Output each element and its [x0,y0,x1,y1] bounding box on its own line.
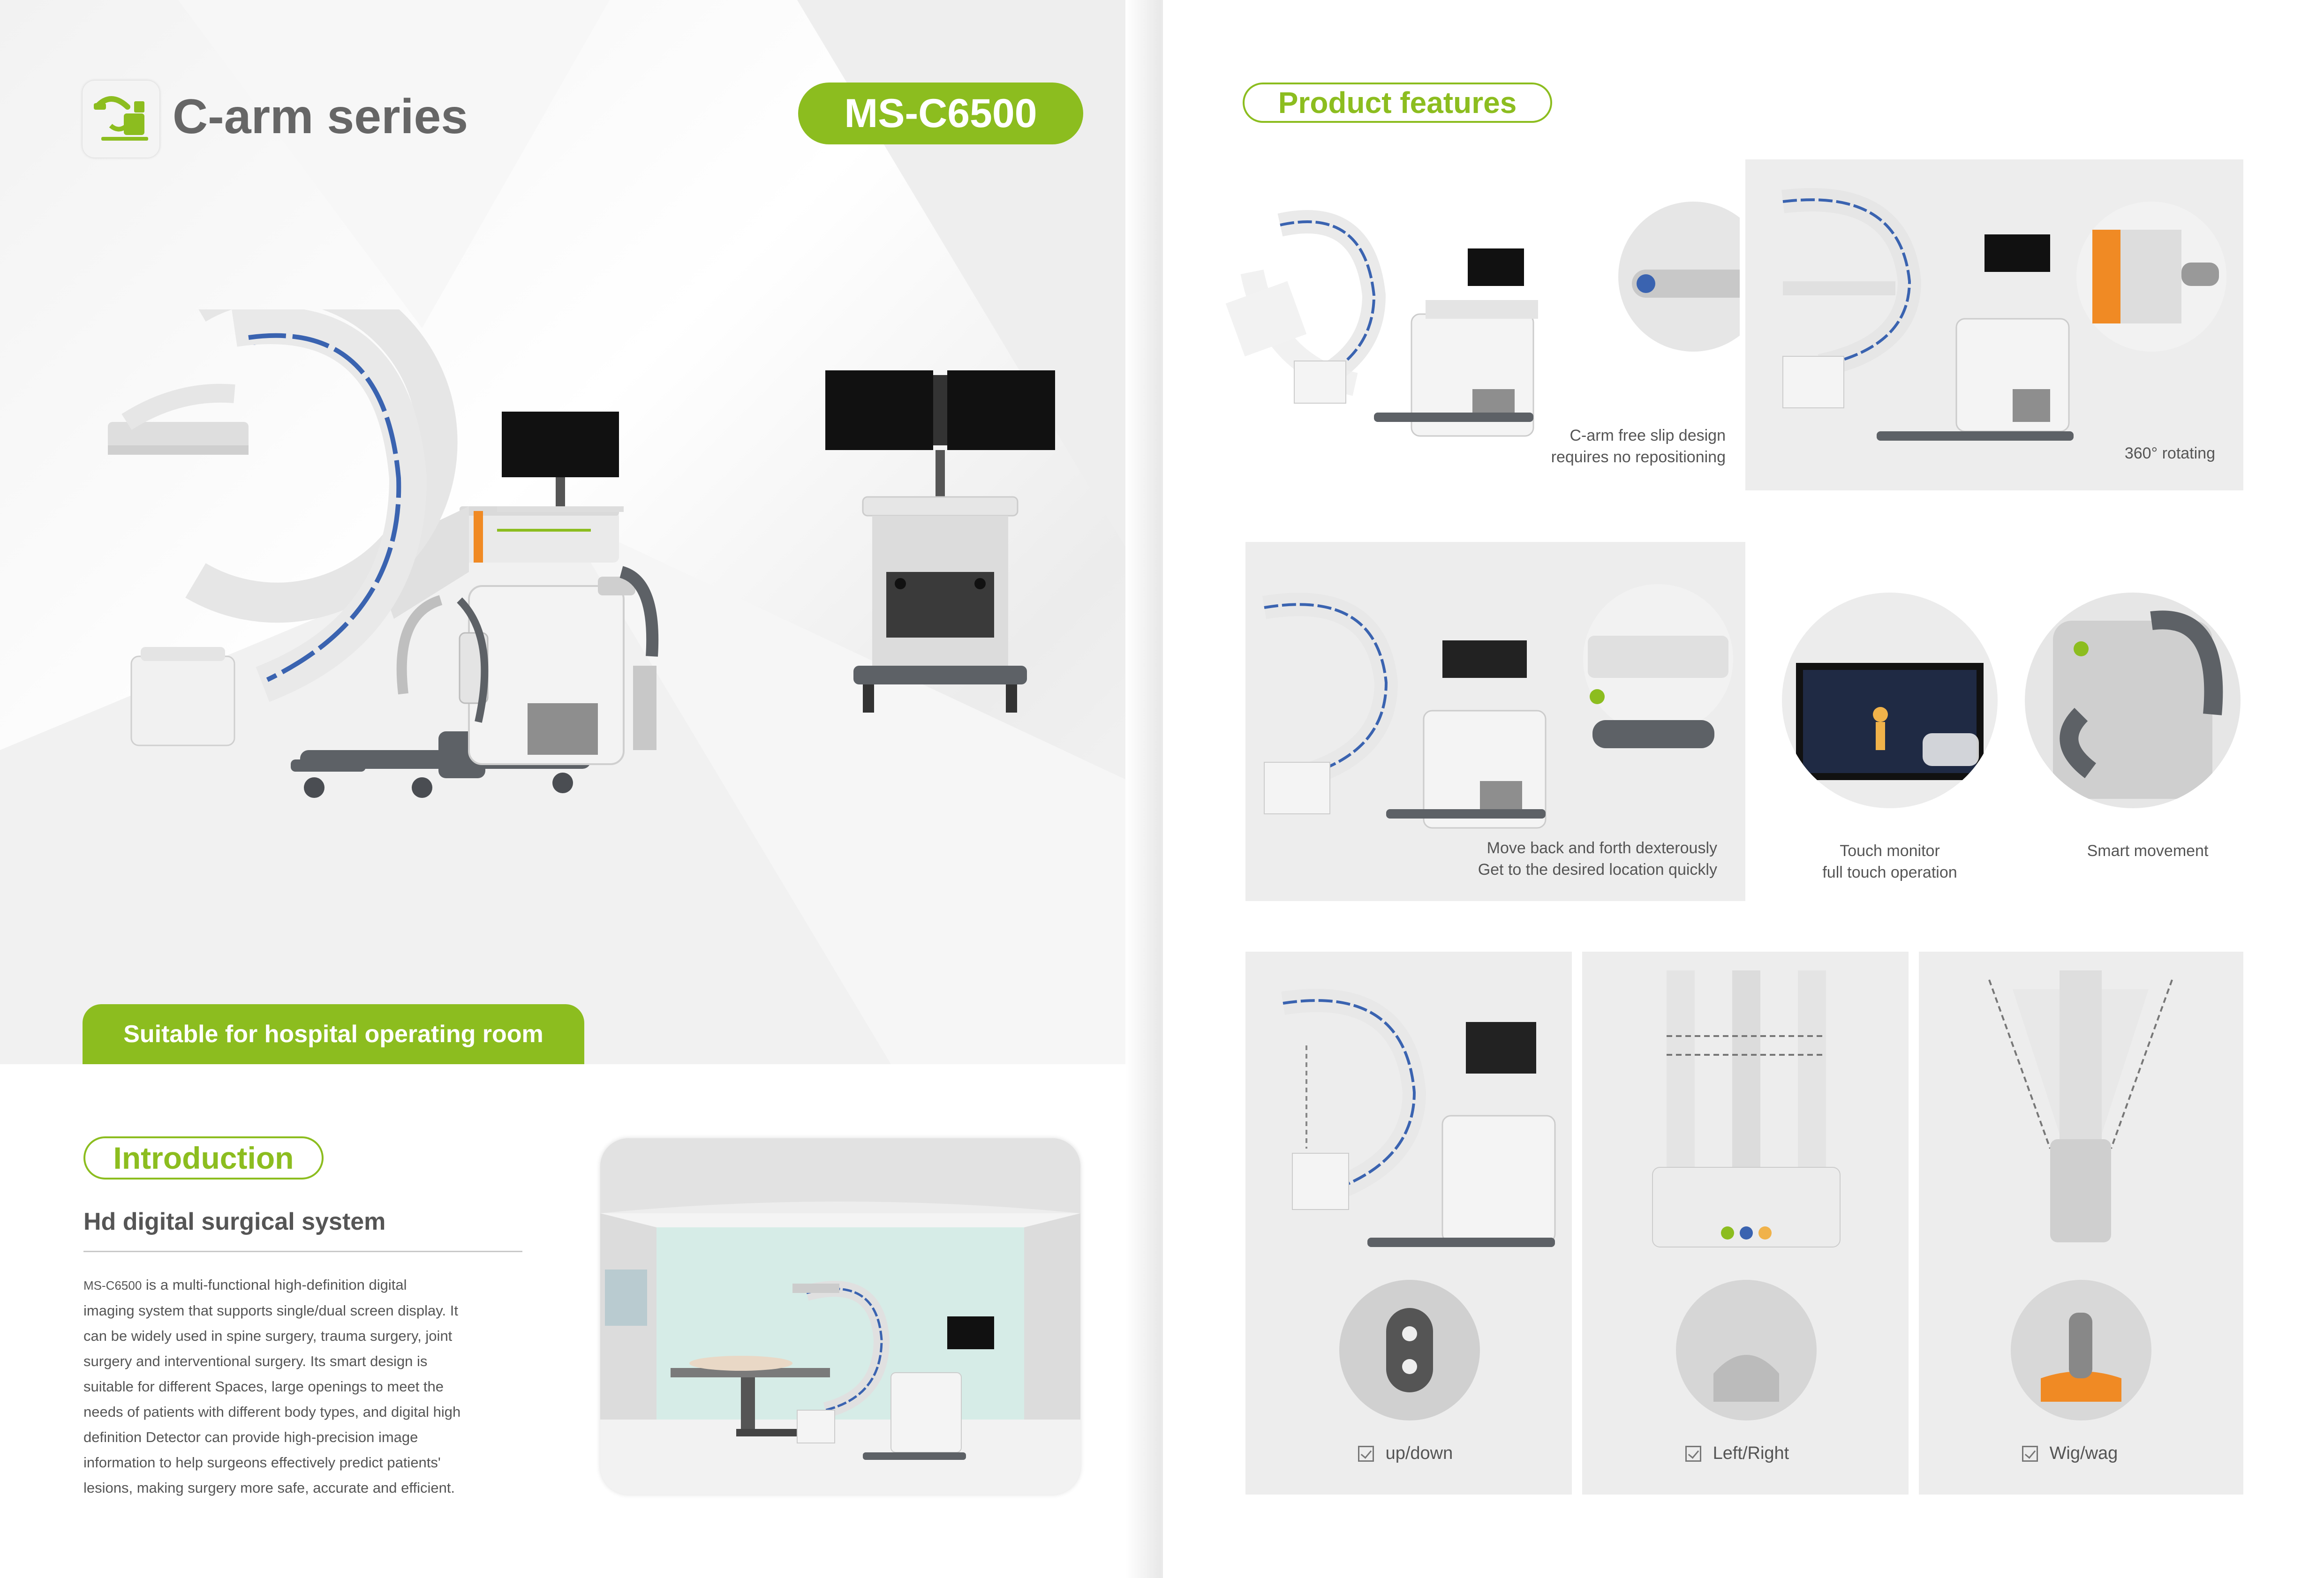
wigwag-label: Wig/wag [2049,1443,2118,1464]
suitable-banner: Suitable for hospital operating room [83,1004,584,1064]
introduction-heading: Introduction [83,1136,324,1180]
c-arm-main-illustration [108,309,659,798]
caption-line: full touch operation [1822,864,1957,881]
operating-room-illustration [600,1138,1080,1495]
updown-label: up/down [1385,1443,1453,1464]
caption-line: Get to the desired location quickly [1478,861,1717,879]
intro-line: is a multi-functional high-definition di… [142,1277,407,1293]
touch-caption: Touch monitor full touch operation [1773,840,2007,883]
rotating-panel: 360° rotating [1745,159,2243,490]
intro-subtitle: Hd digital surgical system [83,1208,386,1235]
caption-line: Move back and forth dexterously [1486,839,1717,857]
caption-line: requires no repositioning [1551,448,1726,466]
checkbox-icon [1685,1445,1701,1462]
updown-panel: up/down [1245,952,1572,1495]
intro-line: can be widely used in spine surgery, tra… [83,1328,453,1344]
free-slip-illustration [1225,202,1740,437]
intro-line: information to help surgeons effectively… [83,1454,441,1471]
caption-line: C-arm free slip design [1569,427,1726,444]
intro-paragraph: MS-C6500 is a multi-functional high-defi… [83,1272,543,1501]
checkbox-icon [1358,1445,1374,1462]
leftright-option: Left/Right [1685,1443,1789,1464]
free-slip-caption: C-arm free slip design requires no repos… [1472,425,1726,468]
product-features-heading: Product features [1243,83,1552,123]
background-shapes [0,0,1163,1064]
smart-movement-illustration [2025,593,2241,808]
intro-model-ref: MS-C6500 [83,1278,142,1292]
intro-line: imaging system that supports single/dual… [83,1302,458,1319]
rotating-caption: 360° rotating [2124,444,2215,462]
intro-divider [83,1251,522,1252]
move-panel: Move back and forth dexterously Get to t… [1245,542,1745,901]
wigwag-panel: Wig/wag [1919,952,2243,1495]
workstation-illustration [825,370,1055,713]
smart-caption: Smart movement [2087,842,2209,860]
c-arm-logo-icon [83,81,159,158]
intro-line: suitable for different Spaces, large ope… [83,1378,444,1395]
intro-line: needs of patients with different body ty… [83,1404,461,1420]
wigwag-option: Wig/wag [2022,1443,2118,1464]
move-caption: Move back and forth dexterously Get to t… [1389,837,1717,880]
intro-line: definition Detector can provide high-pre… [83,1429,418,1445]
intro-line: lesions, making surgery more safe, accur… [83,1480,455,1496]
model-badge: MS-C6500 [798,83,1083,144]
leftright-panel: Left/Right [1582,952,1909,1495]
intro-line: surgery and interventional surgery. Its … [83,1353,428,1369]
caption-line: Touch monitor [1840,842,1940,860]
updown-option: up/down [1358,1443,1453,1464]
touch-monitor-illustration [1782,593,1998,808]
series-title: C-arm series [173,90,468,144]
checkbox-icon [2022,1445,2038,1462]
leftright-label: Left/Right [1713,1443,1789,1464]
